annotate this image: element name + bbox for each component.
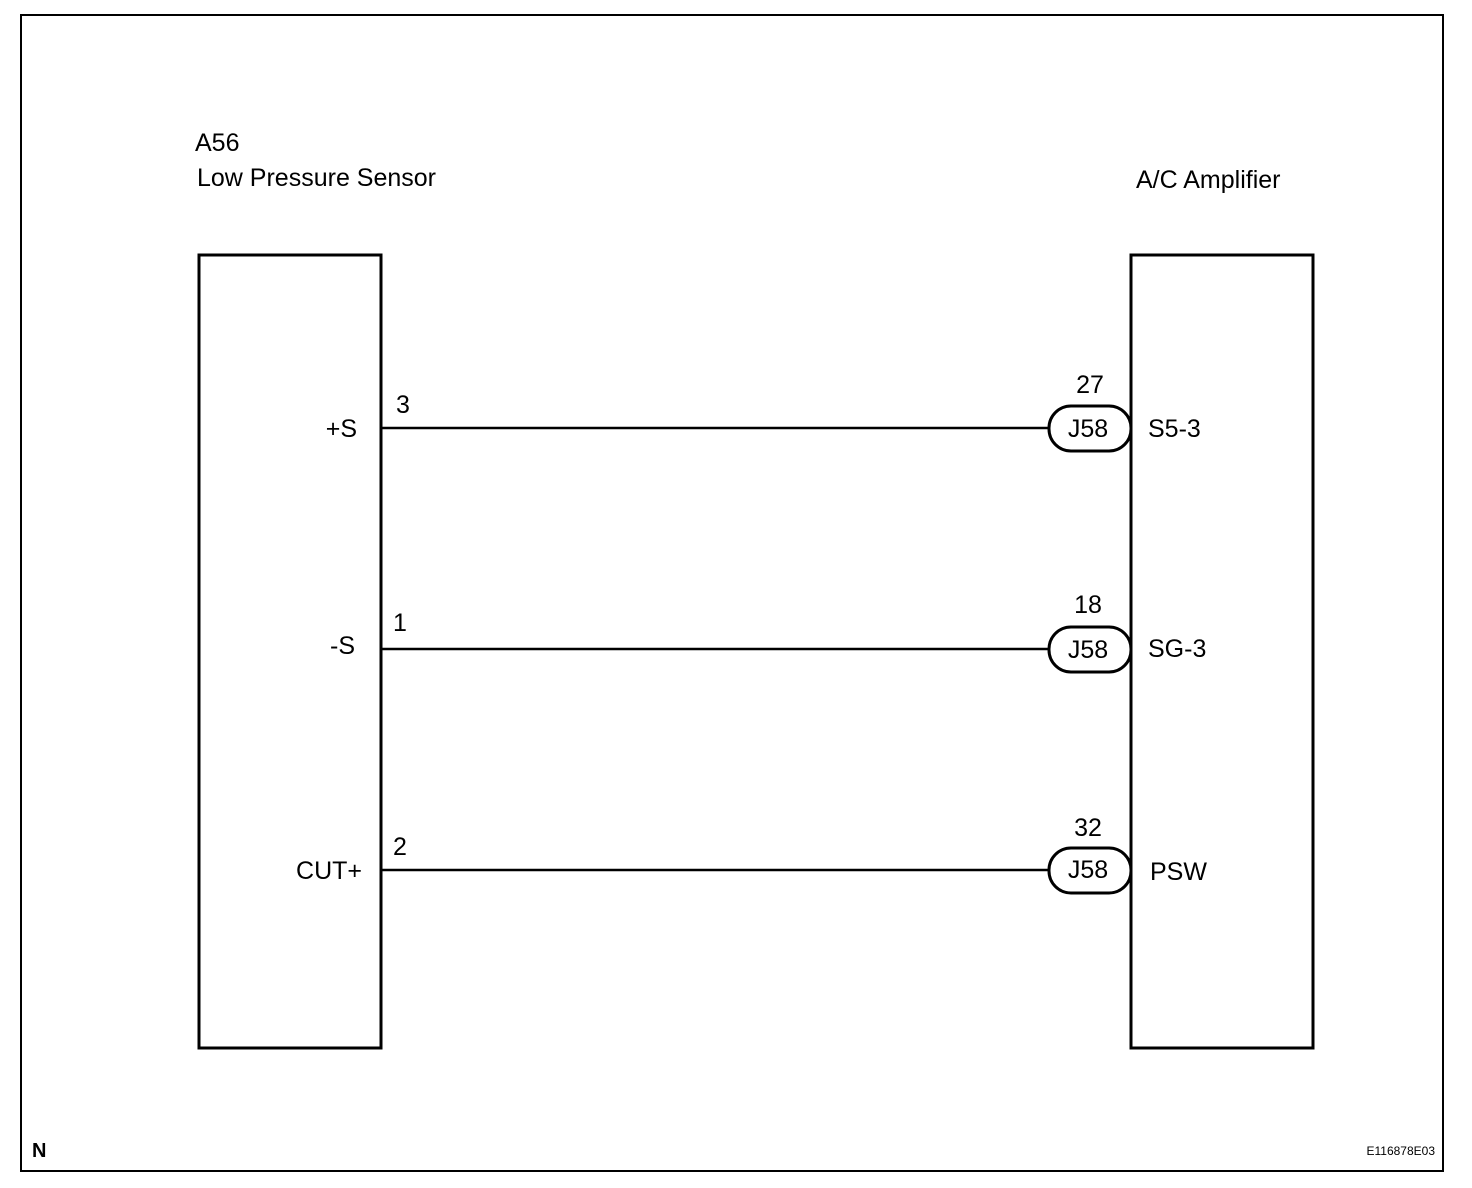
right-pin-signal: PSW	[1150, 858, 1207, 886]
right-pin-signal: SG-3	[1148, 635, 1206, 663]
wire-row: CUT+ 2 J58 32 PSW	[296, 814, 1207, 895]
right-pin-number: 27	[1076, 371, 1104, 399]
connector-j58	[1047, 404, 1133, 453]
wire-row: +S 3 J58 27 S5-3	[326, 371, 1201, 453]
connector-label: J58	[1068, 636, 1108, 664]
right-pin-number: 18	[1074, 591, 1102, 619]
right-pin-number: 32	[1074, 814, 1102, 842]
diagram-frame	[20, 14, 1444, 1172]
left-pin-number: 1	[393, 609, 407, 637]
right-pin-signal: S5-3	[1148, 415, 1201, 443]
left-component-name: Low Pressure Sensor	[197, 164, 436, 192]
low-pressure-sensor-box	[197, 253, 383, 1050]
left-pin-signal: +S	[326, 415, 357, 443]
corner-mark: N	[32, 1140, 46, 1162]
connector-j58	[1047, 846, 1133, 895]
connector-label: J58	[1068, 415, 1108, 443]
left-pin-signal: -S	[330, 632, 355, 660]
connector-j58	[1047, 625, 1133, 674]
wire-row: -S 1 J58 18 SG-3	[330, 591, 1206, 674]
left-pin-number: 3	[396, 391, 410, 419]
connector-label: J58	[1068, 856, 1108, 884]
left-pin-signal: CUT+	[296, 857, 362, 885]
left-pin-number: 2	[393, 833, 407, 861]
figure-id: E116878E03	[1366, 1144, 1435, 1158]
left-component-code: A56	[195, 129, 239, 157]
right-component-name: A/C Amplifier	[1136, 166, 1280, 194]
